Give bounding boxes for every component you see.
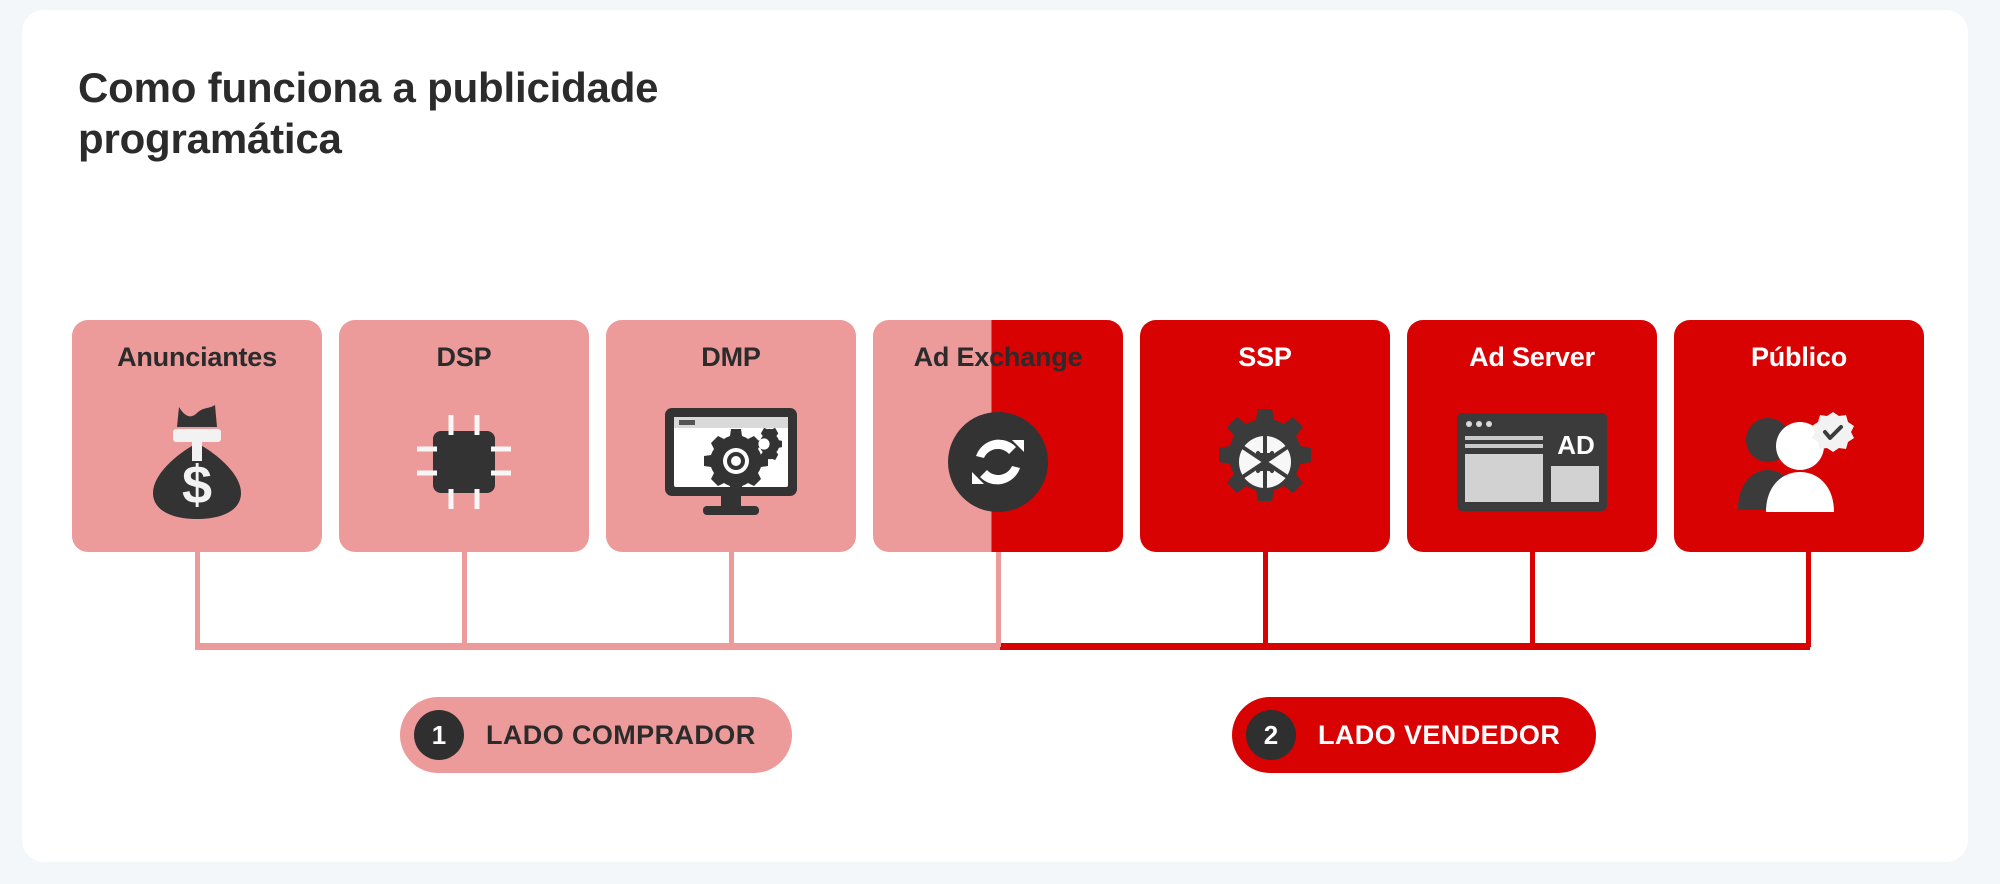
node-card-anunciantes[interactable]: Anunciantes $	[72, 320, 322, 552]
node-label: Anunciantes	[117, 342, 277, 372]
node-label: Ad Server	[1469, 342, 1595, 372]
legend-pill-sell-side[interactable]: 2 LADO VENDEDOR	[1232, 697, 1597, 773]
node-label: DMP	[701, 342, 761, 372]
connector-ad-exchange	[996, 552, 1001, 647]
legend-label: LADO VENDEDOR	[1318, 719, 1561, 750]
node-card-ad-exchange[interactable]: Ad Exchange	[873, 320, 1123, 552]
legend-label: LADO COMPRADOR	[486, 719, 756, 750]
audience-check-icon	[1674, 392, 1924, 532]
connector-ssp	[1263, 552, 1268, 647]
node-label: DSP	[436, 342, 492, 372]
connector-dsp	[462, 552, 467, 647]
node-card-publico[interactable]: Público	[1674, 320, 1924, 552]
node-card-ad-server[interactable]: Ad Server AD	[1407, 320, 1657, 552]
node-label: Público	[1750, 342, 1848, 372]
sync-arrows-icon	[873, 392, 1123, 532]
connector-publico	[1806, 552, 1811, 647]
browser-ad-icon: AD	[1407, 392, 1657, 532]
node-card-ssp[interactable]: SSP	[1140, 320, 1390, 552]
legend-number-badge: 2	[1246, 710, 1296, 760]
money-bag-icon: $	[72, 392, 322, 532]
rail-buy-side	[195, 643, 1000, 650]
svg-text:$: $	[182, 455, 212, 515]
svg-text:AD: AD	[1557, 430, 1595, 460]
node-label: SSP	[1238, 342, 1292, 372]
connector-dmp	[729, 552, 734, 647]
node-card-dsp[interactable]: DSP	[339, 320, 589, 552]
legend-pill-buy-side[interactable]: 1 LADO COMPRADOR	[400, 697, 792, 773]
cpu-chip-icon	[339, 392, 589, 532]
page-title: Como funciona a publicidade programática	[78, 64, 659, 163]
connector-anunciantes	[195, 552, 200, 647]
node-label: Ad Exchange	[913, 342, 1083, 372]
connector-ad-server	[1530, 552, 1535, 647]
legend-number-badge: 1	[414, 710, 464, 760]
gear-arrows-icon	[1140, 392, 1390, 532]
rail-sell-side	[1000, 643, 1810, 650]
node-card-dmp[interactable]: DMP	[606, 320, 856, 552]
monitor-gears-icon	[606, 392, 856, 532]
